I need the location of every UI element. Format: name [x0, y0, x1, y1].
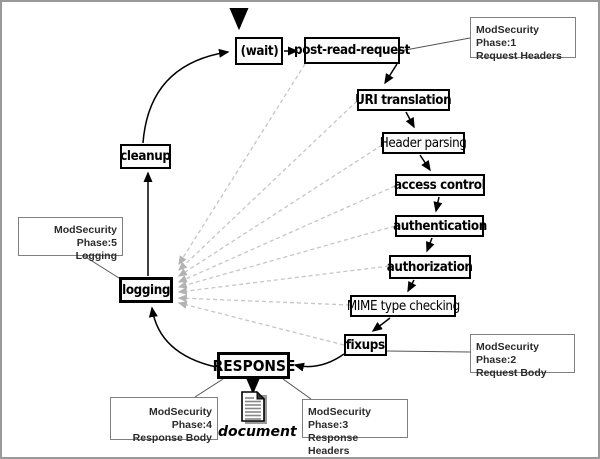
annotation-modsecurity-phase-3: ModSecurity Phase:3 Response Headers — [302, 399, 408, 457]
annotation-phase1-line2: Request Headers — [476, 50, 562, 62]
annotation-phase2-line2: Request Body — [476, 367, 547, 379]
node-uri-translation-label: URI translation — [355, 92, 452, 108]
node-authentication-label: authentication — [392, 218, 487, 234]
annotation-phase2-line1: ModSecurity Phase:2 — [476, 341, 540, 366]
annotation-modsecurity-phase-5: ModSecurity Phase:5 Logging — [18, 217, 123, 262]
flow-arrows — [142, 7, 443, 395]
node-authorization: authorization — [387, 255, 473, 279]
node-cleanup: cleanup — [120, 144, 171, 169]
node-mime-type-checking: MIME type checking — [347, 295, 460, 317]
node-cleanup-label: cleanup — [120, 149, 171, 164]
node-response: RESPONSE — [212, 352, 295, 379]
node-access-control: access control — [394, 174, 486, 196]
annotation-phase5-line2: Logging — [75, 250, 117, 262]
annotation-modsecurity-phase-2: ModSecurity Phase:2 Request Body — [470, 334, 575, 379]
annotation-connectors — [83, 37, 471, 400]
node-uri-translation: URI translation — [355, 89, 452, 111]
annotation-phase1-line1: ModSecurity Phase:1 — [476, 24, 540, 49]
node-post-read-request: post-read-request — [294, 37, 410, 64]
node-authorization-label: authorization — [387, 259, 473, 275]
document-label: document — [218, 424, 297, 440]
node-access-control-label: access control — [394, 177, 486, 193]
node-fixups-label: fixups — [345, 337, 386, 353]
annotation-modsecurity-phase-4: ModSecurity Phase:4 Response Body — [110, 397, 218, 444]
node-mime-type-checking-label: MIME type checking — [346, 298, 460, 314]
node-wait-label: (wait) — [240, 43, 278, 59]
node-authentication: authentication — [392, 215, 487, 237]
annotation-phase4-line1: ModSecurity Phase:4 — [148, 406, 212, 431]
annotation-phase5-line1: ModSecurity Phase:5 — [53, 224, 117, 249]
node-header-parsing-label: Header parsing — [380, 135, 467, 151]
annotation-phase4-line2: Response Body — [132, 432, 212, 444]
node-logging-label: logging — [121, 282, 171, 298]
annotation-modsecurity-phase-1: ModSecurity Phase:1 Request Headers — [470, 17, 576, 62]
annotation-phase3-line2: Response Headers — [308, 432, 359, 457]
node-fixups: fixups — [344, 334, 387, 356]
dashed-logging-arrows — [177, 63, 396, 346]
node-response-label: RESPONSE — [212, 356, 295, 375]
node-post-read-request-label: post-read-request — [294, 43, 410, 58]
node-header-parsing: Header parsing — [380, 132, 467, 154]
document-icon — [241, 391, 267, 424]
annotation-phase3-line1: ModSecurity Phase:3 — [308, 406, 372, 431]
node-logging: logging — [119, 277, 173, 303]
node-wait: (wait) — [235, 37, 283, 65]
